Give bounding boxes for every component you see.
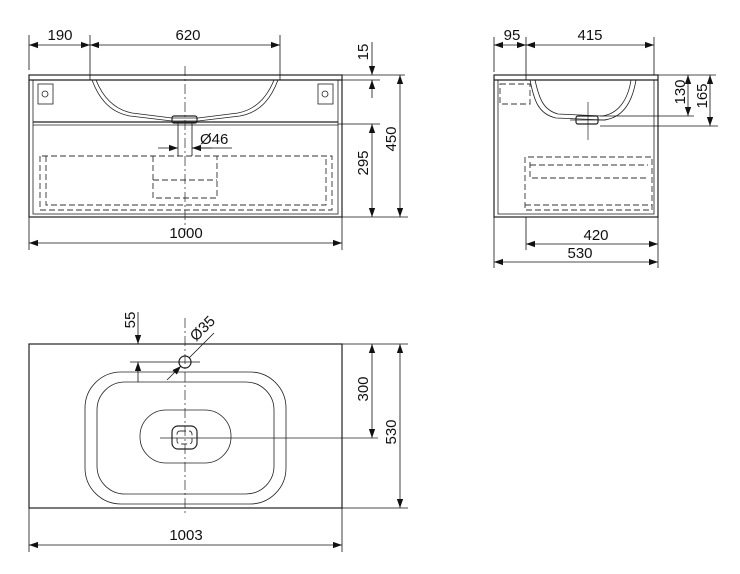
dim-label-530-side: 530: [567, 245, 592, 262]
dim-label-d46: Ø46: [200, 131, 228, 148]
dim-label-95: 95: [504, 27, 521, 44]
dim-label-1000: 1000: [169, 225, 202, 242]
top-outline: [28, 343, 343, 509]
dim-label-415: 415: [577, 27, 602, 44]
front-drain: [171, 115, 198, 124]
dim-label-165: 165: [694, 83, 711, 108]
bracket-left: [37, 83, 54, 105]
side-view: 95 415 130 165 420 530: [493, 27, 718, 268]
dim-label-15: 15: [355, 44, 372, 61]
top-drain: [171, 425, 198, 450]
drain-recess: [139, 409, 232, 464]
side-drawer-hidden: [524, 156, 653, 211]
front-view: 190 620 15 450 295 Ø46 1000: [28, 27, 408, 250]
side-bowl-profile: [529, 79, 637, 121]
side-cabinet-outline: [493, 74, 659, 218]
dim-label-530-top: 530: [383, 419, 400, 444]
dim-label-d35: Ø35: [187, 313, 219, 345]
dim-label-55: 55: [122, 312, 139, 329]
dim-label-420: 420: [583, 227, 608, 244]
bracket-right: [317, 83, 334, 105]
dim-label-130: 130: [672, 79, 689, 104]
dim-label-450: 450: [383, 126, 400, 151]
dim-label-190: 190: [47, 27, 72, 44]
drawer-hidden-outline: [39, 155, 333, 211]
dim-label-1003: 1003: [169, 527, 202, 544]
front-inner-outline: [32, 79, 339, 215]
dim-label-620: 620: [175, 27, 200, 44]
top-view: 55 Ø35 300 530 1003: [28, 312, 408, 552]
dim-label-300: 300: [355, 376, 372, 401]
front-cabinet-outline: [28, 74, 343, 218]
dim-label-295: 295: [355, 150, 372, 175]
side-bracket: [499, 83, 531, 105]
